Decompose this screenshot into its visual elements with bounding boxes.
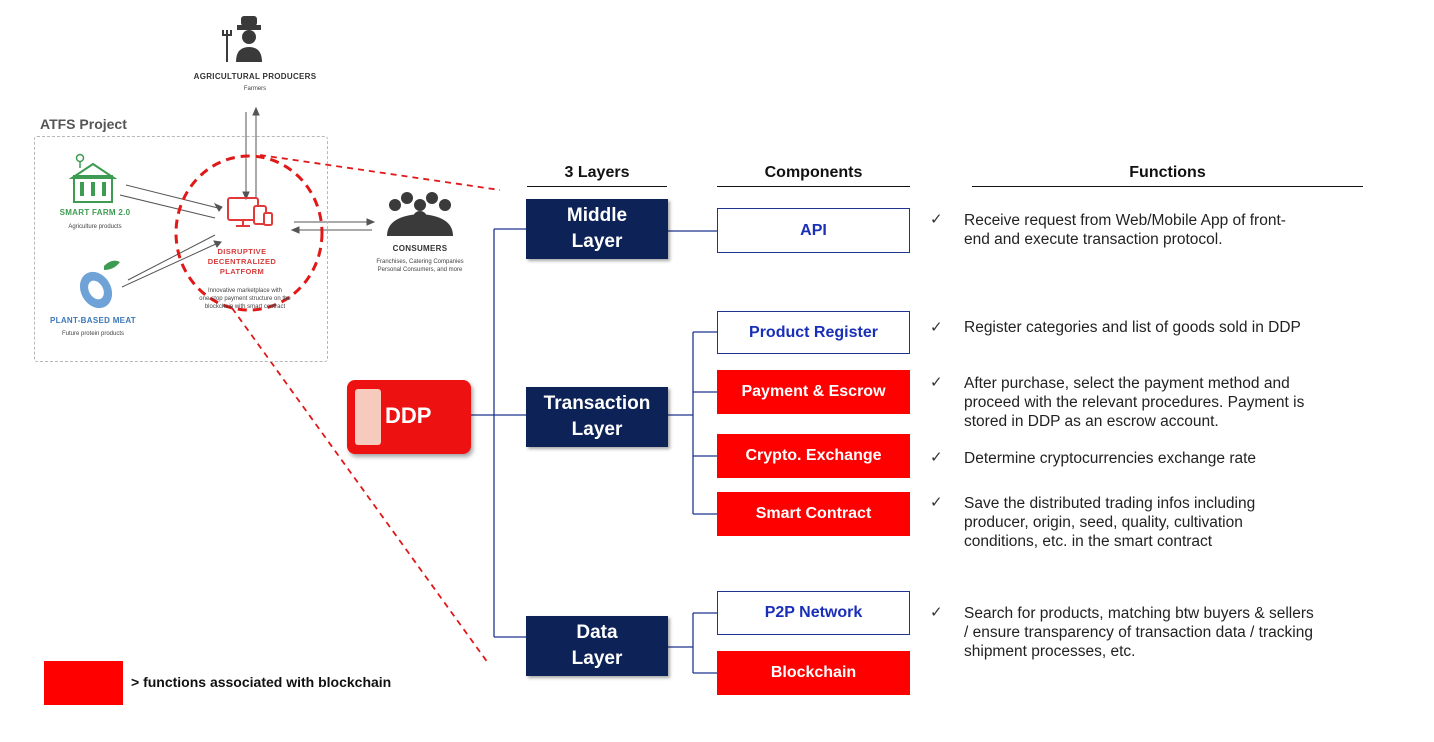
function-line: Save the distributed trading infos inclu… [964,495,1256,512]
header-functions: Functions [972,164,1363,187]
function-line: Search for products, matching btw buyers… [964,605,1314,622]
smart-farm-icon [68,153,118,203]
function-line: Receive request from Web/Mobile App of f… [964,212,1286,229]
consumers-icon [387,192,453,236]
smart-farm-label: SMART FARM 2.0 [59,208,131,217]
atfs-project-title: ATFS Project [40,116,127,132]
function-line: proceed with the relevant procedures. Pa… [964,394,1305,411]
platform-desc-line: one-stop payment structure on the [199,296,291,302]
component-payment-escrow: Payment & Escrow [717,370,910,414]
plant-meat-icon [79,260,120,309]
platform-description: Innovative marketplace with one-stop pay… [182,287,308,311]
layer-line: Data [576,622,618,643]
atfs-project-box [34,136,328,362]
function-line: Determine cryptocurrencies exchange rate [964,450,1257,467]
check-icon: ✓ [930,604,943,621]
component-p2p-network: P2P Network [717,591,910,635]
header-components: Components [717,164,910,187]
layer-line: Middle [566,205,628,226]
layer-line: Transaction [543,393,651,414]
consumers-sub: Franchises, Catering Companies Personal … [356,258,484,274]
devices-icon [227,197,273,227]
check-icon: ✓ [930,374,943,391]
atfs-arrows [119,106,376,288]
platform-label-line: DECENTRALIZED [207,257,277,266]
platform-desc-line: blockchain with smart contract [204,304,286,310]
function-line: After purchase, select the payment metho… [964,375,1290,392]
function-line: shipment processes, etc. [964,643,1136,660]
layer-line: Layer [571,419,623,440]
component-api: API [717,208,910,253]
tree-lines [471,228,717,674]
smart-farm-sub: Agriculture products [68,224,122,230]
component-smart-contract: Smart Contract [717,492,910,536]
platform-desc-line: Innovative marketplace with [207,288,283,294]
plant-meat-sub: Future protein products [61,331,125,337]
legend-label: > functions associated with blockchain [131,674,392,690]
function-line: / ensure transparency of transaction dat… [964,624,1313,641]
function-line: stored in DDP as an escrow account. [964,413,1219,430]
function-api: Receive request from Web/Mobile App of f… [964,211,1286,249]
function-line: producer, origin, seed, quality, cultiva… [964,514,1243,531]
function-crypto-exchange: Determine cryptocurrencies exchange rate [964,449,1256,468]
consumers-sub-line: Personal Consumers, and more [377,267,463,273]
check-icon: ✓ [930,449,943,466]
layer-line: Layer [571,231,623,252]
layer-line: Layer [571,648,623,669]
function-line: Register categories and list of goods so… [964,319,1301,336]
platform-label-line: PLATFORM [219,267,265,276]
function-product-register: Register categories and list of goods so… [964,318,1301,337]
function-payment-escrow: After purchase, select the payment metho… [964,374,1304,431]
check-icon: ✓ [930,494,943,511]
zoom-lines [231,154,501,664]
ddp-icon [355,389,381,445]
component-blockchain: Blockchain [717,651,910,695]
consumers-sub-line: Franchises, Catering Companies [376,259,464,265]
ddp-label: DDP [385,403,432,428]
function-p2p-network: Search for products, matching btw buyers… [964,604,1314,661]
function-line: end and execute transaction protocol. [964,231,1223,248]
check-icon: ✓ [930,319,943,336]
component-product-register: Product Register [717,311,910,354]
plant-meat-label: PLANT-BASED MEAT [50,316,136,325]
check-icon: ✓ [930,211,943,228]
farmer-icon [222,16,262,62]
producer-label: AGRICULTURAL PRODUCERS [193,72,317,81]
function-smart-contract: Save the distributed trading infos inclu… [964,494,1255,551]
header-layers: 3 Layers [527,164,667,187]
legend-swatch [44,661,123,705]
producer-sub: Farmers [243,86,267,92]
platform-label-line: DISRUPTIVE [217,247,267,256]
consumers-label: CONSUMERS [392,244,448,253]
platform-label: DISRUPTIVE DECENTRALIZED PLATFORM [196,247,288,277]
component-crypto-exchange: Crypto. Exchange [717,434,910,478]
function-line: conditions, etc. in the smart contract [964,533,1213,550]
highlight-circle [174,154,324,312]
